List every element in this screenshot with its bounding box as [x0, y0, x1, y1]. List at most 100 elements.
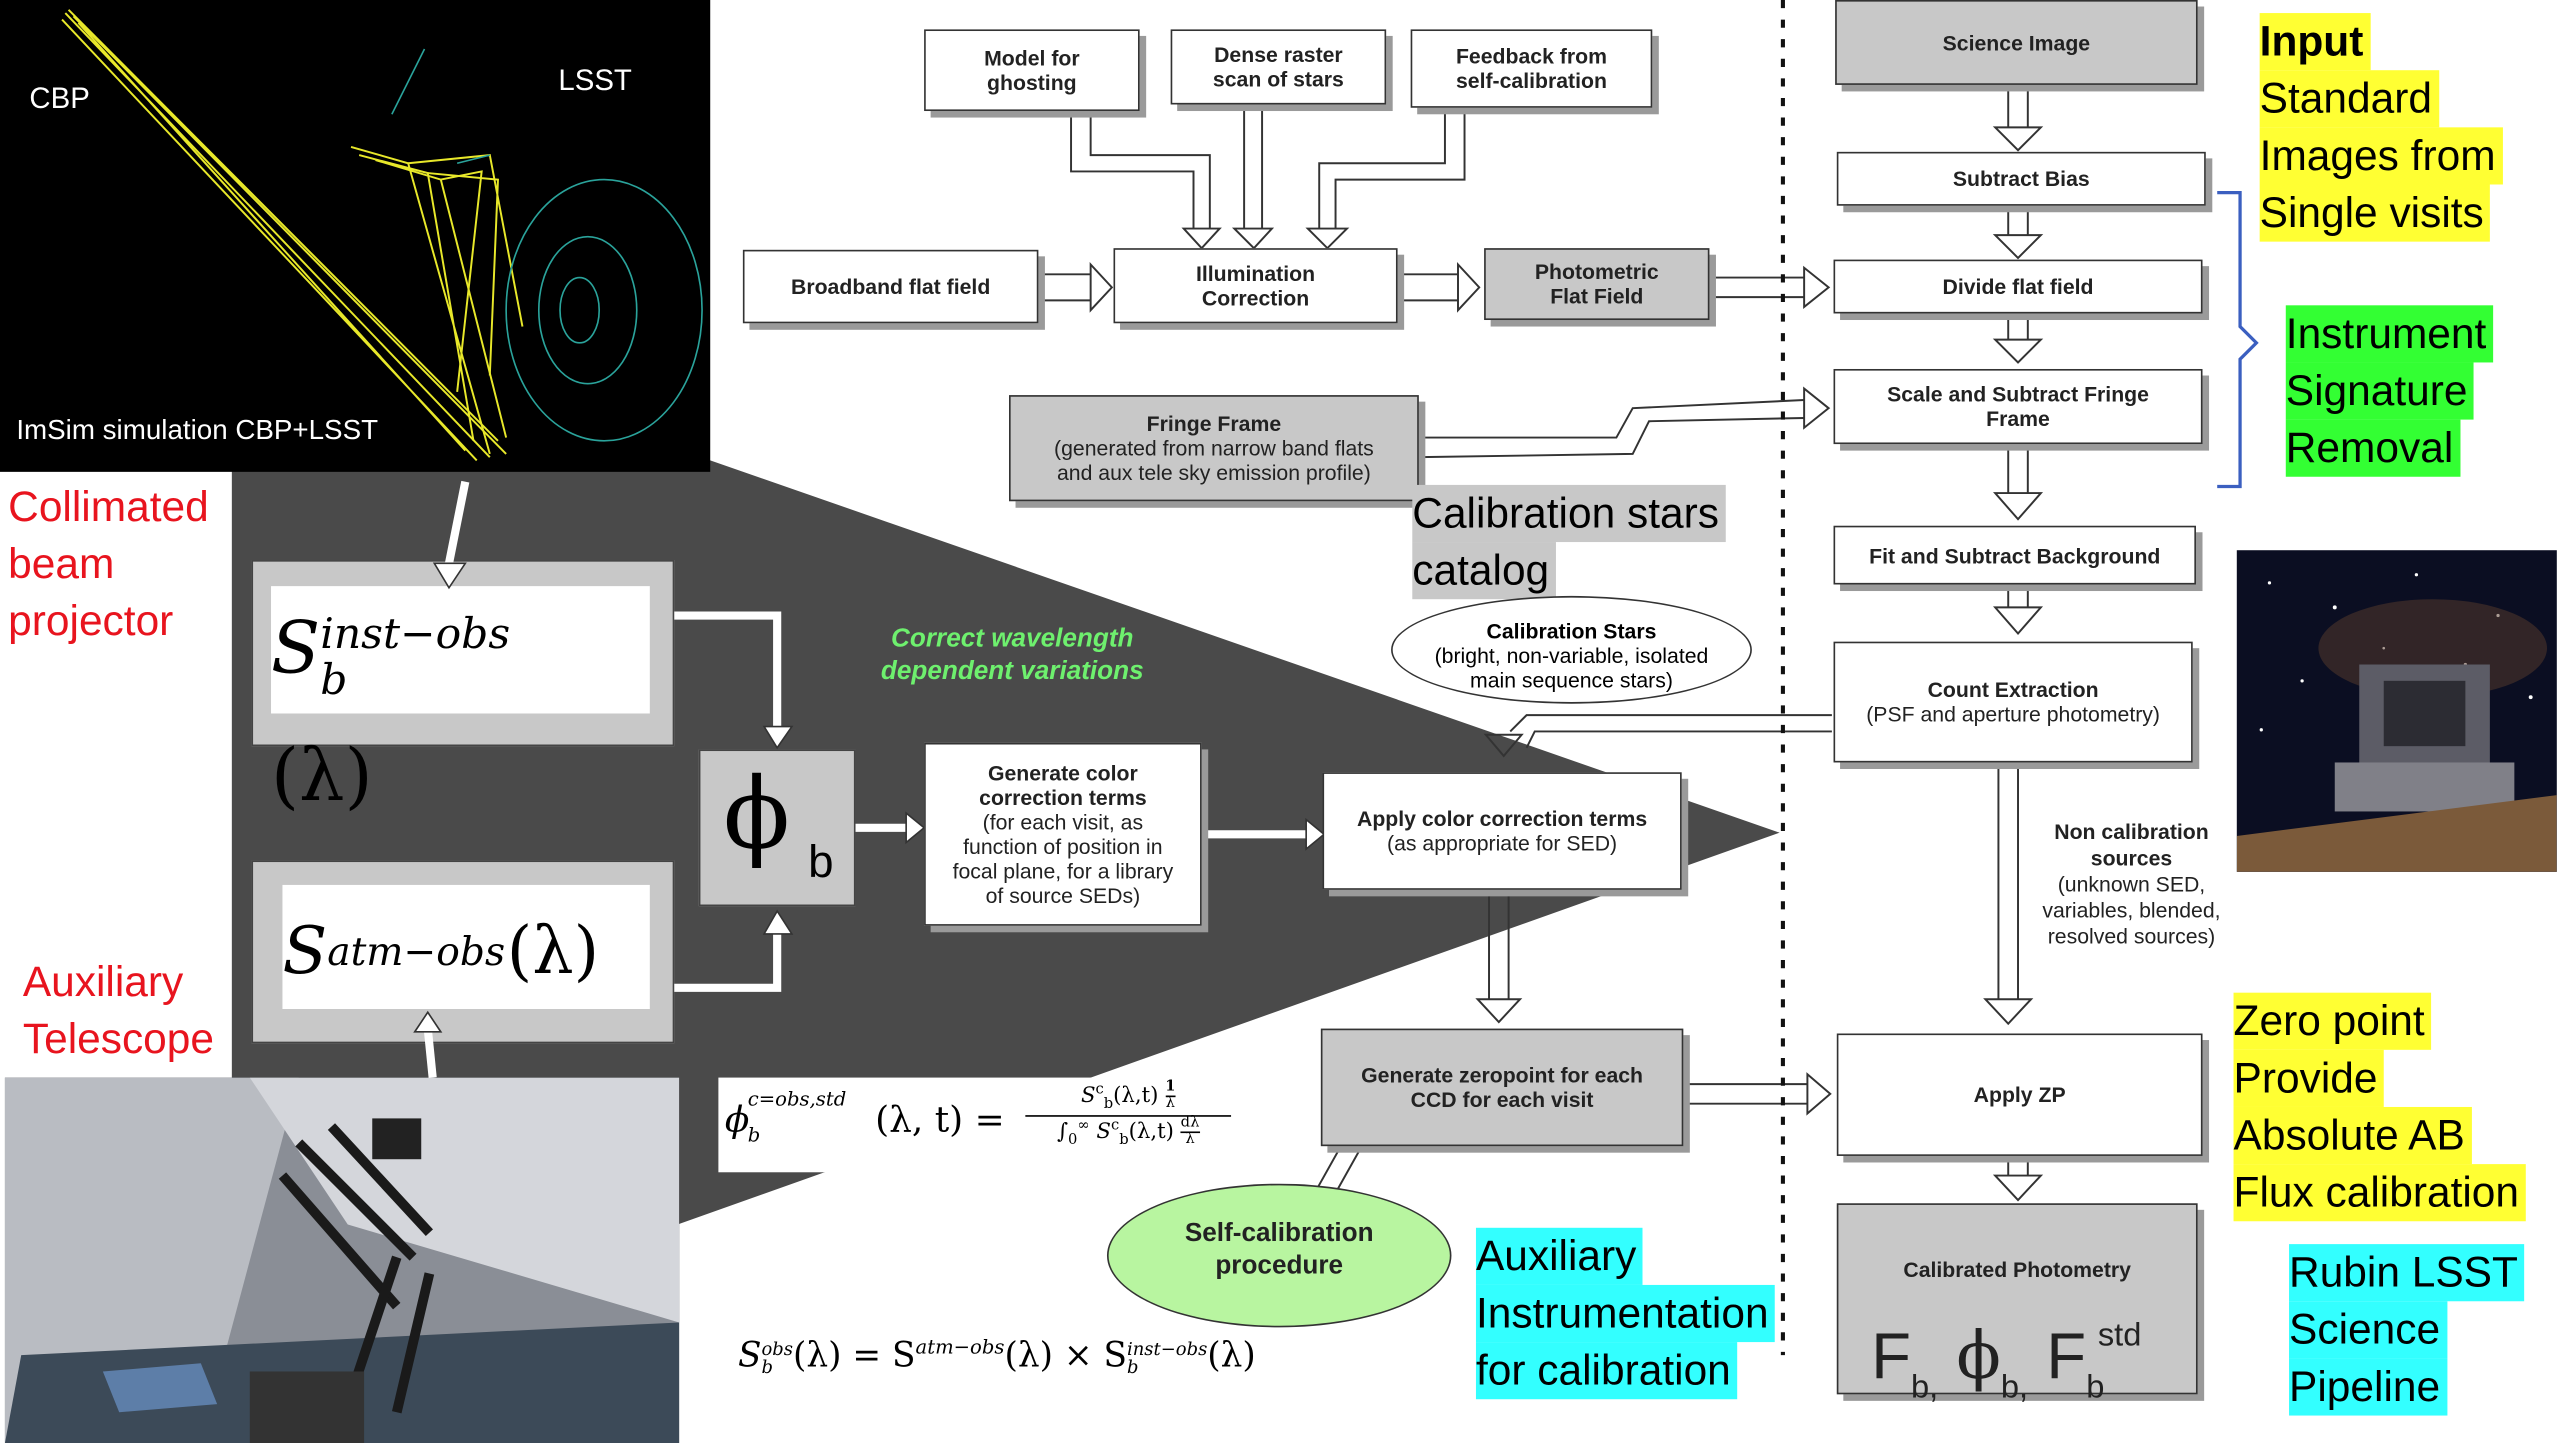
input-line3: Images from [2259, 127, 2503, 185]
flux-phi: ϕ [1956, 1319, 2001, 1395]
s-inst-base: S [271, 607, 321, 691]
fit-background-box: Fit and Subtract Background [1833, 525, 2196, 585]
gen-zp-line1: Generate zeropoint for each [1361, 1062, 1644, 1088]
fringe-sub2: and aux tele sky emission profile) [1056, 460, 1371, 485]
fphi-num-arg: (λ,t) [1113, 1084, 1159, 1109]
auxiliary-telescope-label: Auxiliary Telescope [23, 953, 214, 1067]
correct-wavelength-line2: dependent variations [880, 657, 1144, 686]
calibrated-title: Calibrated Photometry [1903, 1257, 2132, 1282]
fphi-den-frac-num: dλ [1180, 1114, 1200, 1133]
illumination-line1: Illumination [1195, 261, 1316, 286]
fphi-num-frac-num: 1 [1165, 1079, 1176, 1098]
count-extraction-box: Count Extraction (PSF and aperture photo… [1833, 641, 2193, 763]
flux-f2: F [2046, 1320, 2087, 1393]
scale-fringe-box: Scale and Subtract Fringe Frame [1833, 368, 2203, 445]
self-calibration-ellipse: Self-calibration procedure [1106, 1183, 1452, 1328]
calib-stars-title: Calibration Stars [1486, 618, 1657, 644]
s-inst-obs-formula: S inst−obs b (λ) [271, 586, 650, 818]
fs-lhs-arg: (λ) = S [793, 1335, 916, 1375]
fphi-den-hi: ∞ [1077, 1117, 1090, 1134]
feedback-box: Feedback from self-calibration [1410, 29, 1653, 108]
science-image-label: Science Image [1942, 30, 2091, 55]
fs-lhs: S [737, 1335, 762, 1375]
rubin-line3: Pipeline [2289, 1358, 2447, 1416]
zp-line4: Flux calibration [2233, 1164, 2526, 1222]
input-label: Input Standard Images from Single visits [2259, 13, 2503, 242]
fphi-den-frac-den: λ [1185, 1130, 1195, 1148]
model-ghosting-line2: ghosting [987, 70, 1077, 95]
non-calib-title1: Non calibration [2054, 819, 2209, 845]
gen-color-title2: correction terms [979, 785, 1147, 810]
non-calib-sub3: resolved sources) [2047, 924, 2216, 949]
divide-flat-label: Divide flat field [1942, 274, 2094, 299]
s-inst-sub: b [320, 656, 348, 706]
gen-color-sub2: function of position in [963, 834, 1163, 859]
input-line2: Standard [2259, 70, 2439, 128]
apply-zp-label: Apply ZP [1973, 1082, 2066, 1107]
zp-line1: Zero point [2233, 992, 2432, 1050]
correct-wavelength-line1: Correct wavelength [891, 625, 1134, 654]
fphi-num-frac-den: λ [1165, 1095, 1175, 1112]
photometric-flat-box: Photometric Flat Field [1484, 248, 1710, 321]
cbp-label: CBP [29, 81, 90, 115]
fphi-lhs-sup: c=obs,std [747, 1087, 847, 1111]
fphi-den-s: S [1096, 1119, 1111, 1144]
generate-zeropoint-box: Generate zeropoint for each CCD for each… [1320, 1028, 1684, 1147]
aux-instr-line1: Auxiliary [1475, 1227, 1643, 1285]
fs-r-arg: (λ) [1207, 1335, 1256, 1375]
input-line4: Single visits [2259, 184, 2491, 242]
calib-stars-sub2: main sequence stars) [1470, 667, 1673, 693]
instrument-line2: Signature [2285, 362, 2475, 420]
fphi-num-sup: c [1095, 1081, 1104, 1099]
fs-r-sup: inst−obs [1126, 1337, 1208, 1360]
fs-r-sub: b [1126, 1355, 1139, 1378]
instrument-signature-label: Instrument Signature Removal [2285, 305, 2493, 477]
apply-zp-box: Apply ZP [1836, 1033, 2203, 1156]
collimated-beam-label: Collimated beam projector [8, 478, 209, 649]
correct-wavelength-text: Correct wavelength dependent variations [849, 624, 1176, 689]
dense-raster-box: Dense raster scan of stars [1170, 29, 1387, 105]
fs-lhs-sub: b [761, 1355, 773, 1378]
divide-flat-box: Divide flat field [1833, 259, 2203, 314]
fphi-den-sub: b [1119, 1131, 1129, 1149]
input-line1: Input [2259, 13, 2370, 71]
calibrated-photometry-box: Calibrated Photometry Fb, ϕb, Fbstd [1836, 1203, 2198, 1406]
count-sub: (PSF and aperture photometry) [1866, 702, 2160, 727]
zero-point-label: Zero point Provide Absolute AB Flux cali… [2233, 992, 2526, 1222]
apply-color-box: Apply color correction terms (as appropr… [1322, 772, 1682, 890]
calib-catalog-line1: Calibration stars [1412, 484, 1726, 543]
subtract-bias-box: Subtract Bias [1836, 151, 2206, 206]
flux-f1: F [1871, 1320, 1911, 1393]
cbp-lsst-simulation-image: CBP LSST ImSim simulation CBP+LSST [0, 0, 711, 472]
calibration-stars-catalog-label: Calibration stars catalog [1412, 484, 1726, 600]
aux-instr-line3: for calibration [1475, 1342, 1738, 1400]
broadband-flat-box: Broadband flat field [742, 249, 1039, 324]
photometric-line1: Photometric [1534, 259, 1659, 285]
generate-color-box: Generate color correction terms (for eac… [924, 742, 1202, 926]
fs-m-arg: (λ) × S [1004, 1335, 1127, 1375]
zp-line3: Absolute AB [2233, 1106, 2472, 1165]
broadband-label: Broadband flat field [790, 274, 991, 299]
feedback-line2: self-calibration [1455, 68, 1607, 94]
gen-zp-line2: CCD for each visit [1410, 1087, 1594, 1112]
fringe-frame-box: Fringe Frame (generated from narrow band… [1009, 395, 1419, 502]
subtract-bias-label: Subtract Bias [1952, 166, 2090, 192]
fphi-den-int: ∫ [1056, 1119, 1069, 1144]
instrument-line1: Instrument [2285, 305, 2493, 363]
fringe-title: Fringe Frame [1146, 411, 1282, 436]
fphi-num-sub: b [1103, 1096, 1114, 1113]
fphi-lhs: ϕ [724, 1100, 750, 1142]
fringe-sub1: (generated from narrow band flats [1054, 435, 1374, 461]
zp-line2: Provide [2233, 1049, 2384, 1107]
fphi-lhs-sub: b [747, 1123, 761, 1147]
fphi-num: S [1080, 1084, 1096, 1109]
calib-catalog-line2: catalog [1412, 542, 1556, 600]
s-atm-sup: atm−obs [327, 929, 506, 975]
fs-lhs-sup: obs [761, 1337, 794, 1360]
science-image-box: Science Image [1835, 0, 2198, 85]
aux-line-1: Auxiliary [22, 956, 184, 1006]
self-calib-line2: procedure [1215, 1252, 1344, 1281]
